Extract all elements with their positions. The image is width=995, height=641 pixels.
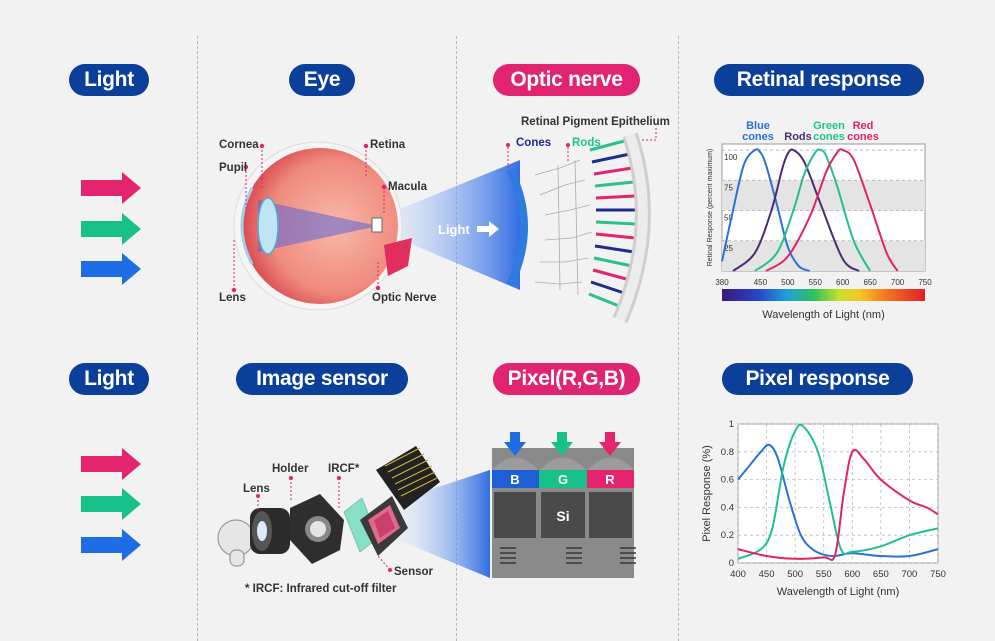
legend-blue-cones-2: cones — [742, 131, 774, 143]
lens-shape — [258, 198, 278, 254]
rpe-label: Retinal Pigment Epithelium — [521, 116, 670, 128]
x-tick-label: 650 — [873, 569, 889, 580]
x-tick-label: 450 — [759, 569, 775, 580]
lens-label: Lens — [219, 292, 246, 304]
y-tick-label: 100 — [724, 153, 738, 162]
x-axis-title: Wavelength of Light (nm) — [762, 309, 884, 321]
x-tick-label: 450 — [754, 278, 768, 287]
y-tick-label: 1 — [729, 419, 734, 430]
optic-nerve-label: Optic Nerve — [372, 292, 437, 304]
x-tick-label: 650 — [863, 278, 877, 287]
beam-light-label: Light — [438, 222, 470, 237]
rods-label: Rods — [572, 137, 601, 149]
camera-lens — [250, 508, 290, 554]
x-axis-title: Wavelength of Light (nm) — [777, 586, 899, 598]
ircf-label: IRCF* — [328, 463, 360, 475]
retina-label: Retina — [370, 139, 406, 151]
holder-label: Holder — [272, 463, 309, 475]
green-arrow-icon — [81, 488, 141, 520]
x-tick-label: 500 — [781, 278, 795, 287]
retina-cross-section — [510, 135, 643, 320]
x-tick-label: 550 — [816, 569, 832, 580]
y-tick-label: 75 — [724, 183, 733, 192]
pink-arrow-icon — [81, 172, 141, 204]
x-tick-label: 550 — [809, 278, 823, 287]
neuron-network — [535, 160, 592, 295]
lens-holder — [290, 494, 344, 564]
sensor-label: Sensor — [394, 566, 434, 578]
macula-marker — [372, 218, 382, 232]
y-axis-title: Retinal Response (percent maximum) — [707, 149, 714, 267]
y-tick-label: 0.8 — [721, 447, 734, 458]
lens-cap — [218, 520, 254, 566]
ircf-footnote: * IRCF: Infrared cut-off filter — [245, 583, 397, 595]
x-tick-label: 400 — [730, 569, 746, 580]
x-tick-label: 700 — [901, 569, 917, 580]
x-tick-label: 380 — [715, 278, 729, 287]
blue-arrow-icon — [81, 529, 141, 561]
x-tick-label: 700 — [891, 278, 905, 287]
x-tick-label: 750 — [918, 278, 932, 287]
pixel-response-chart: 0 0.2 0.4 0.6 0.8 1 400 450 500 550 600 650 700 750Wa… — [701, 419, 946, 598]
pixel-r-label: R — [605, 472, 615, 487]
pixel-structure — [492, 432, 636, 578]
band-50-75 — [722, 180, 925, 210]
pixel-b-label: B — [510, 472, 519, 487]
bottom-light-arrows — [81, 448, 141, 561]
spectrum-bar — [722, 289, 925, 301]
pixel-si-label: Si — [556, 508, 569, 524]
x-tick-label: 750 — [930, 569, 946, 580]
y-tick-label: 0.4 — [721, 502, 734, 513]
y-axis-title: Pixel Response (%) — [701, 445, 713, 542]
pupil-label: Pupil — [219, 162, 247, 174]
green-arrow-icon — [81, 213, 141, 245]
cones-label: Cones — [516, 137, 551, 149]
y-tick-label: 0 — [729, 558, 734, 569]
cornea-label: Cornea — [219, 139, 259, 151]
x-tick-label: 600 — [844, 569, 860, 580]
y-tick-label: 0.6 — [721, 475, 734, 486]
legend-red-cones-2: cones — [847, 131, 879, 143]
x-tick-label: 500 — [787, 569, 803, 580]
sensor-lens-label: Lens — [243, 483, 270, 495]
legend-rods: Rods — [784, 131, 812, 143]
pixel-g-label: G — [558, 472, 568, 487]
y-tick-label: 0.2 — [721, 530, 734, 541]
macula-label: Macula — [388, 181, 428, 193]
legend-green-cones-2: cones — [813, 131, 845, 143]
blue-arrow-icon — [81, 253, 141, 285]
top-light-arrows — [81, 172, 141, 285]
pink-arrow-icon — [81, 448, 141, 480]
x-tick-label: 600 — [836, 278, 850, 287]
